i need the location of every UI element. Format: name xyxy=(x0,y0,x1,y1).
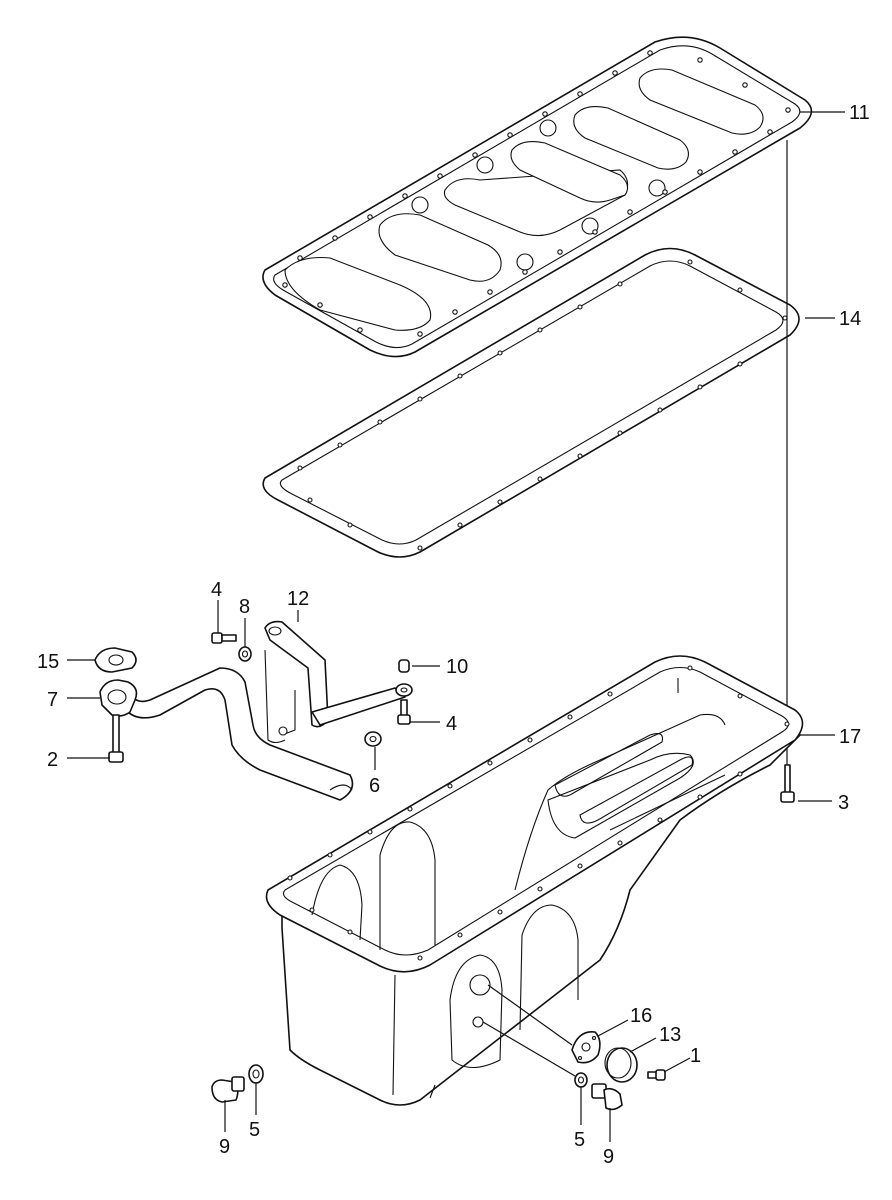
callout-15: 15 xyxy=(37,651,59,673)
part-4-bolt-upper xyxy=(211,632,237,644)
part-16-gasket xyxy=(571,1031,601,1064)
callout-11: 11 xyxy=(849,102,870,124)
part-9-drain-plug-right xyxy=(591,1083,623,1111)
part-7-suction-pipe xyxy=(99,667,354,801)
part-5-seal-right xyxy=(574,1072,588,1088)
callout-14: 14 xyxy=(839,308,861,330)
part-15-gasket xyxy=(94,647,137,673)
callout-labels: 11 14 17 3 15 7 2 4 8 12 10 4 6 9 5 5 9 … xyxy=(37,102,870,1168)
callout-13: 13 xyxy=(659,1024,681,1046)
part-9-drain-plug-left xyxy=(211,1076,245,1103)
callout-5-left: 5 xyxy=(249,1119,260,1141)
bolt-holes-14 xyxy=(297,259,788,551)
callout-1: 1 xyxy=(690,1045,701,1067)
part-12-bracket xyxy=(264,620,406,744)
callout-4-lower: 4 xyxy=(446,713,457,735)
part-4-bolt-lower xyxy=(397,699,411,725)
callout-8: 8 xyxy=(239,596,250,618)
part-3-bolt xyxy=(780,764,795,803)
part-2-bolt xyxy=(108,714,124,763)
part-17-oil-pan xyxy=(265,655,804,1106)
callout-16: 16 xyxy=(630,1005,652,1027)
part-1-screw xyxy=(647,1069,666,1081)
callout-6: 6 xyxy=(369,775,380,797)
part-11-upper-gasket xyxy=(262,36,813,358)
callout-2: 2 xyxy=(47,749,58,771)
leader-lines xyxy=(67,111,845,1142)
callout-9-left: 9 xyxy=(219,1136,230,1158)
callout-10: 10 xyxy=(446,656,468,678)
part-6-nut xyxy=(364,731,382,747)
part-8-washer xyxy=(238,646,252,662)
callout-3: 3 xyxy=(838,792,849,814)
part-10-sleeve xyxy=(395,659,413,697)
callout-7: 7 xyxy=(47,689,58,711)
part-13-cover xyxy=(604,1047,638,1083)
callout-12: 12 xyxy=(287,588,309,610)
callout-17: 17 xyxy=(839,726,861,748)
callout-9-right: 9 xyxy=(603,1146,614,1168)
callout-4-upper: 4 xyxy=(211,579,222,601)
bolt-holes-11 xyxy=(282,50,791,337)
part-14-pan-gasket xyxy=(262,247,800,558)
part-5-seal-left xyxy=(248,1064,264,1084)
bolt-holes-17 xyxy=(287,665,790,961)
callout-5-right: 5 xyxy=(574,1129,585,1151)
